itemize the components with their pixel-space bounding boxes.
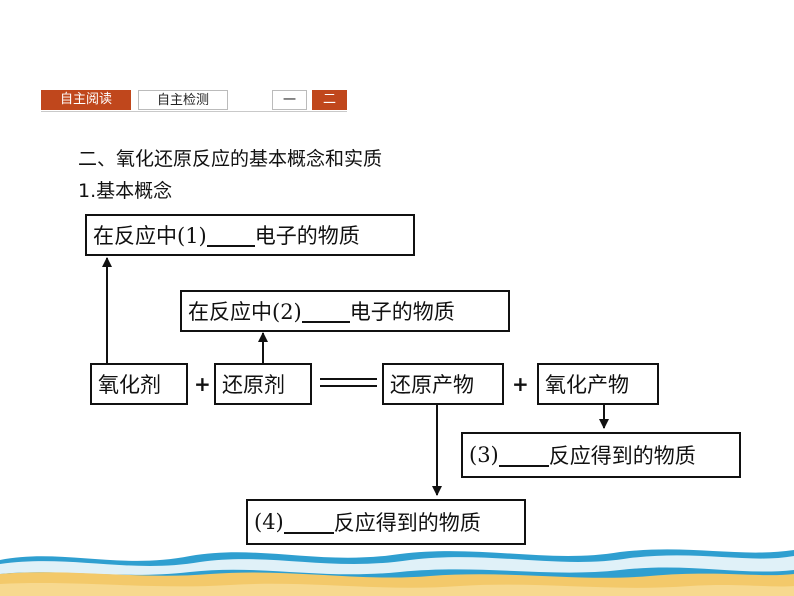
box-loses-electrons: 在反应中(2) 电子的物质 (180, 290, 510, 332)
box4-suffix: 反应得到的物质 (334, 507, 481, 537)
plus-sign: + (194, 372, 211, 396)
blank-1[interactable] (207, 223, 255, 247)
box-reduction-reaction: (4) 反应得到的物质 (246, 499, 526, 545)
box-reduction-product: 还原产物 (382, 363, 504, 405)
oxidation-product-label: 氧化产物 (545, 369, 629, 399)
equals-bar-top (320, 378, 377, 380)
box3-suffix: 反应得到的物质 (549, 440, 696, 470)
oxidant-label: 氧化剂 (98, 369, 161, 399)
box1-prefix: 在反应中(1) (93, 220, 207, 250)
box-oxidation-product: 氧化产物 (537, 363, 659, 405)
box2-prefix: 在反应中(2) (188, 296, 302, 326)
plus-sign: + (512, 372, 529, 396)
box1-suffix: 电子的物质 (255, 220, 360, 250)
blank-2[interactable] (302, 299, 350, 323)
box-oxidation-reaction: (3) 反应得到的物质 (461, 432, 741, 478)
reductant-label: 还原剂 (222, 369, 285, 399)
box-reductant: 还原剂 (214, 363, 312, 405)
blank-3[interactable] (499, 443, 549, 467)
blank-4[interactable] (284, 510, 334, 534)
box2-suffix: 电子的物质 (350, 296, 455, 326)
reduction-product-label: 还原产物 (390, 369, 474, 399)
beach-wave-decoration (0, 540, 794, 596)
box4-prefix: (4) (254, 510, 284, 534)
equals-bar-bottom (320, 385, 377, 387)
box-oxidant: 氧化剂 (90, 363, 188, 405)
box3-prefix: (3) (469, 443, 499, 467)
box-gains-electrons: 在反应中(1) 电子的物质 (85, 214, 415, 256)
